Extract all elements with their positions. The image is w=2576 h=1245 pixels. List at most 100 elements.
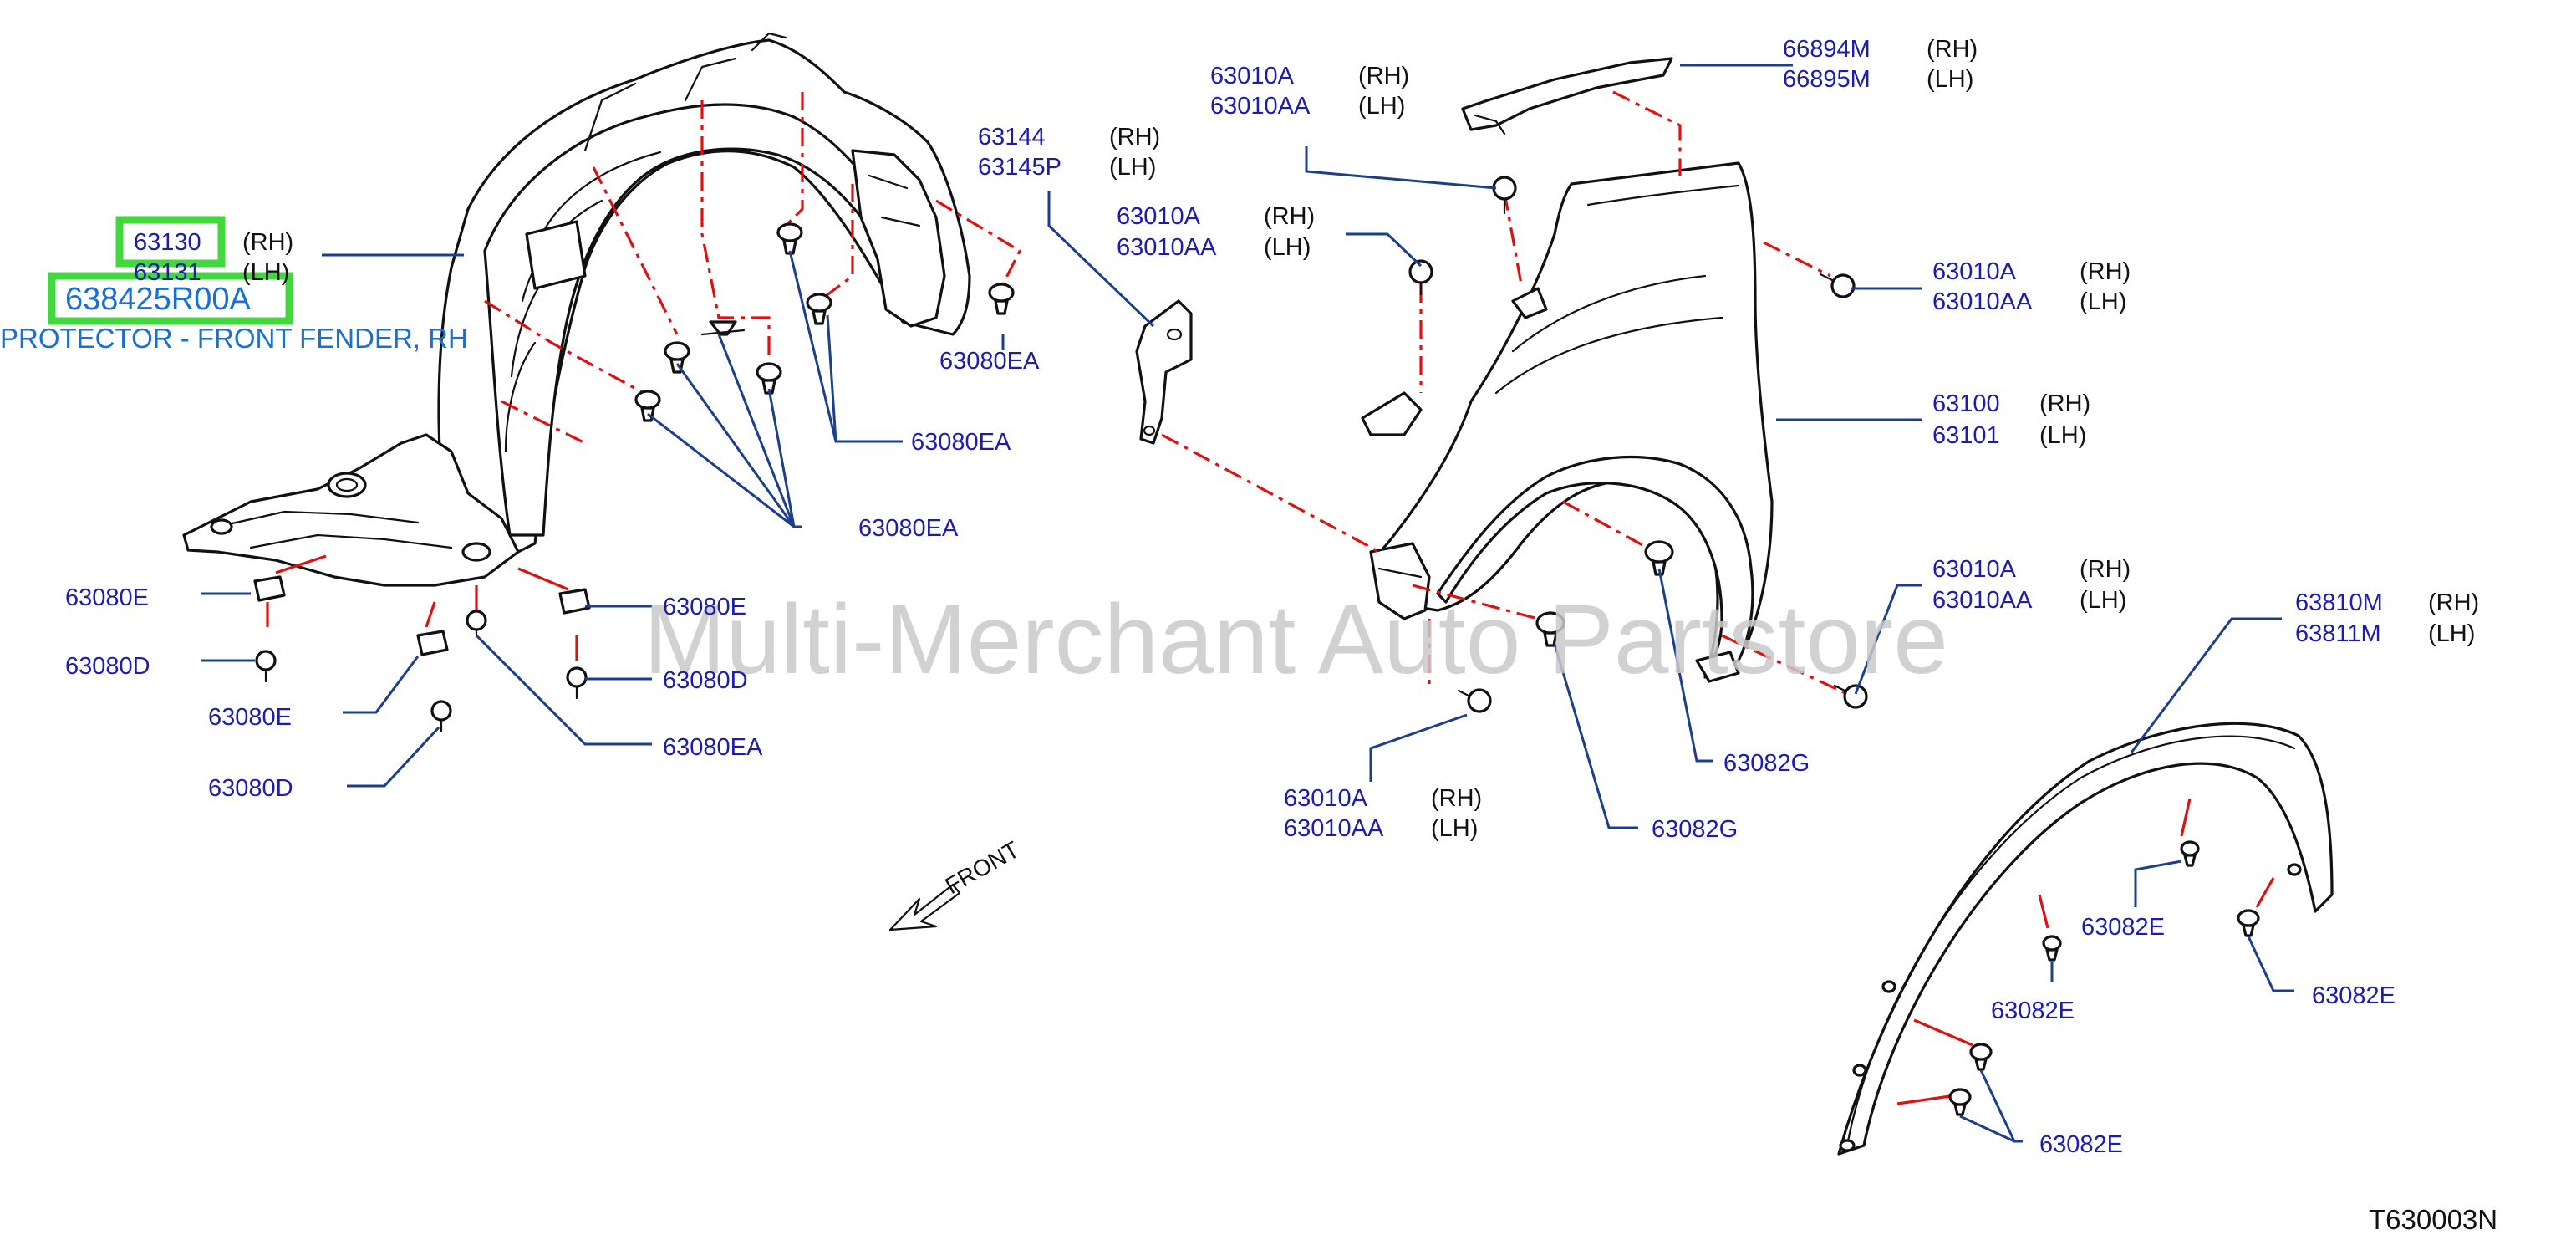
callout-label[interactable]: 63010A bbox=[1932, 556, 2017, 583]
nut-icon bbox=[416, 630, 449, 656]
highlight-part-number[interactable]: 638425R00A bbox=[65, 282, 252, 317]
fender-seal-drawing bbox=[1461, 57, 1673, 135]
callout-label[interactable]: 63080E bbox=[208, 704, 292, 731]
clip-icon bbox=[776, 222, 803, 255]
callout-label[interactable]: 63010AA bbox=[1210, 93, 1311, 120]
callout-side: (LH) bbox=[2080, 288, 2126, 315]
clip-icon bbox=[806, 293, 832, 325]
clip-icon bbox=[2042, 935, 2062, 962]
bolt-icon bbox=[255, 650, 277, 683]
bolt-icon bbox=[1457, 688, 1492, 713]
callout-label[interactable]: 63082E bbox=[2039, 1131, 2123, 1158]
callout-label[interactable]: 63080EA bbox=[858, 515, 959, 542]
callout-side: (RH) bbox=[2428, 589, 2479, 616]
bolt-icon bbox=[566, 666, 588, 700]
callout-side: (RH) bbox=[1109, 124, 1160, 151]
bolt-icon bbox=[1408, 259, 1433, 296]
callout-label[interactable]: 63082E bbox=[2312, 982, 2395, 1009]
clip-icon bbox=[1948, 1088, 1972, 1116]
callout-side: (RH) bbox=[1927, 36, 1978, 63]
callout-side: (LH) bbox=[1358, 93, 1405, 120]
callout-label[interactable]: 63010A bbox=[1210, 63, 1295, 89]
callout-label[interactable]: 63010A bbox=[1284, 785, 1368, 812]
clip-icon bbox=[1535, 611, 1565, 647]
callout-label[interactable]: 63010A bbox=[1117, 203, 1201, 230]
callout-label[interactable]: 63082G bbox=[1652, 816, 1738, 843]
callout-label[interactable]: 63080D bbox=[663, 667, 748, 694]
callout-label[interactable]: 63145P bbox=[978, 154, 1061, 181]
callout-side: (LH) bbox=[2428, 620, 2475, 647]
callout-label[interactable]: 63010AA bbox=[1932, 288, 2033, 315]
callout-label[interactable]: 63101 bbox=[1932, 422, 2000, 449]
nut-icon bbox=[558, 588, 591, 615]
fasteners bbox=[253, 176, 2260, 1116]
callout-side: (LH) bbox=[242, 259, 289, 286]
callout-side: (RH) bbox=[242, 229, 293, 256]
bolt-icon bbox=[430, 700, 452, 733]
callout-side: (RH) bbox=[1358, 63, 1409, 89]
callout-label[interactable]: 63080EA bbox=[939, 348, 1040, 375]
front-fender-drawing bbox=[1361, 161, 1774, 683]
bolt-icon bbox=[1833, 684, 1868, 709]
callout-label[interactable]: 66894M bbox=[1783, 36, 1871, 63]
callout-side: (RH) bbox=[1431, 785, 1482, 812]
front-direction-arrow: FRONT bbox=[888, 836, 1024, 931]
callout-label[interactable]: 63080E bbox=[65, 584, 149, 611]
highlight-box-63130 bbox=[115, 216, 226, 268]
callout-label[interactable]: 63080D bbox=[208, 775, 293, 802]
callout-side: (LH) bbox=[1264, 234, 1311, 261]
clip-icon bbox=[664, 341, 690, 374]
front-label: FRONT bbox=[941, 836, 1024, 899]
highlight-box-part-number bbox=[48, 272, 293, 325]
clip-icon bbox=[1969, 1043, 1993, 1071]
bolt-icon bbox=[1819, 273, 1856, 298]
callout-side: (LH) bbox=[1431, 815, 1478, 842]
wheel-arch-moulding-drawing bbox=[1837, 722, 2334, 1156]
callout-label[interactable]: 63100 bbox=[1932, 390, 2000, 417]
clip-icon bbox=[756, 362, 782, 395]
callout-label[interactable]: 63080E bbox=[663, 594, 746, 620]
callout-label[interactable]: 63080EA bbox=[911, 429, 1011, 456]
callout-side: (RH) bbox=[2039, 390, 2090, 417]
clip-icon bbox=[1644, 540, 1674, 576]
callout-label[interactable]: 63082E bbox=[1991, 998, 2075, 1024]
fender-protector-drawing bbox=[182, 32, 971, 587]
clip-icon bbox=[2237, 909, 2260, 937]
bolt-icon bbox=[466, 610, 487, 637]
highlight-description: PROTECTOR - FRONT FENDER, RH bbox=[0, 323, 468, 354]
callout-labels: 63130 (RH) 63131 (LH) 638425R00A PROTECT… bbox=[0, 36, 2479, 1158]
callout-side: (LH) bbox=[1109, 154, 1156, 181]
callout-label[interactable]: 63080D bbox=[65, 653, 150, 680]
callout-label[interactable]: 63082G bbox=[1723, 750, 1810, 777]
callout-label[interactable]: 63810M bbox=[2295, 589, 2383, 616]
callout-side: (LH) bbox=[1927, 66, 1973, 93]
diagram-code: T630003N bbox=[2369, 1204, 2497, 1235]
callout-side: (LH) bbox=[2039, 422, 2086, 449]
clip-icon bbox=[988, 283, 1015, 315]
callout-side: (LH) bbox=[2080, 587, 2126, 614]
callout-side: (RH) bbox=[1264, 203, 1315, 230]
callout-side: (RH) bbox=[2080, 556, 2131, 583]
callout-label[interactable]: 63811M bbox=[2295, 620, 2381, 647]
callout-label[interactable]: 63010A bbox=[1932, 258, 2017, 285]
callout-label[interactable]: 63131 bbox=[134, 259, 201, 286]
callout-label[interactable]: 63080EA bbox=[663, 734, 763, 761]
callout-label[interactable]: 63130 bbox=[134, 229, 201, 256]
callout-label[interactable]: 66895M bbox=[1783, 66, 1871, 93]
callout-label[interactable]: 63010AA bbox=[1932, 587, 2033, 614]
callout-label[interactable]: 63144 bbox=[978, 124, 1046, 151]
clip-icon bbox=[700, 320, 746, 336]
clip-icon bbox=[2180, 840, 2200, 867]
callout-side: (RH) bbox=[2080, 258, 2131, 285]
assembly-lines bbox=[266, 90, 2275, 1105]
bracket-drawing bbox=[1135, 299, 1193, 445]
callout-label[interactable]: 63082E bbox=[2081, 914, 2165, 941]
bolt-icon bbox=[1492, 176, 1517, 215]
watermark: Multi-Merchant Auto Partstore bbox=[644, 584, 1948, 695]
clip-icon bbox=[634, 390, 661, 422]
callout-lines bbox=[201, 64, 2294, 1143]
callout-label[interactable]: 63010AA bbox=[1117, 234, 1217, 261]
callout-label[interactable]: 63010AA bbox=[1284, 815, 1384, 842]
